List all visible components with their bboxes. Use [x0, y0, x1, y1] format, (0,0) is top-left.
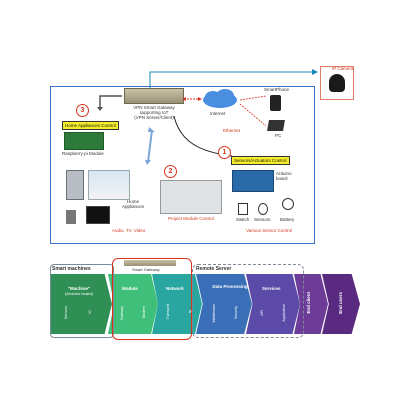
- sub-modem: Modem: [142, 306, 146, 318]
- project-module-control-label: Project Module Control: [168, 216, 214, 221]
- sensor-icon: [258, 203, 268, 215]
- switch-label: Switch: [236, 217, 250, 222]
- module-segment: [108, 274, 158, 334]
- internet-cloud-icon: [203, 89, 237, 108]
- cloud-device-links: [239, 95, 267, 127]
- services-title: Services: [262, 286, 281, 291]
- gateway-device: [124, 88, 184, 104]
- battery-label: Battery: [280, 217, 295, 222]
- pc-label: PC: [275, 133, 282, 138]
- ethernet-label: Ethernet: [223, 128, 241, 133]
- sub-middleware: Middleware: [212, 304, 216, 323]
- gateway-label: VPN Smart Gateway supporting IoT (VPN Se…: [133, 105, 175, 120]
- smart-gateway-frame: [112, 258, 192, 340]
- house-image: [88, 170, 130, 200]
- sub-security: Security: [234, 306, 238, 319]
- smart-machines-title: Smart machines: [52, 266, 91, 272]
- battery-icon: [282, 198, 294, 210]
- arduino-board: [232, 170, 274, 192]
- sensors-label: Sensors: [254, 217, 271, 222]
- fridge-image: [66, 170, 84, 200]
- services-segment: [246, 274, 300, 334]
- smartphone-label: SmartPhone: [264, 87, 290, 92]
- sub-sensors: Sensors: [64, 306, 68, 320]
- raspberry-module-label: Raspberry-pi Module: [62, 151, 104, 156]
- remote-server-title: Remote Server: [196, 266, 232, 272]
- end-users-title: End users: [338, 292, 343, 314]
- sensors-actuators-control-box: Sensors/Actuators Control: [231, 156, 290, 165]
- remote-server-frame: [192, 264, 304, 338]
- machine-segment: [50, 274, 112, 334]
- gateway-cloud-link: [182, 97, 202, 101]
- gateway-module-arrow: [145, 127, 155, 165]
- machine-title: "Machine" (Arduino board): [65, 286, 93, 296]
- end-client-title: End client: [306, 292, 311, 314]
- network-title: Network: [166, 286, 184, 291]
- home-appliances-label: Home Appliances: [121, 199, 144, 209]
- laptop-icon: [267, 120, 285, 131]
- module-title: Module: [122, 286, 138, 291]
- smart-gateway-title: Smart Gateway: [132, 267, 160, 272]
- switch-icon: [238, 203, 248, 215]
- ip-camera-label: IP Camera: [332, 66, 354, 71]
- tv-image: [86, 206, 110, 224]
- step-badge-2: 2: [164, 165, 177, 178]
- step-badge-1: 1: [218, 146, 231, 159]
- sub-ic: IC: [88, 310, 92, 314]
- internet-label: Internet: [210, 111, 226, 116]
- sub-transport: Transport: [166, 304, 170, 320]
- ip-camera-box: [320, 66, 354, 100]
- raspberry-board: [64, 132, 104, 150]
- home-appliances-control-box: Home Appliances Control: [62, 121, 119, 130]
- sub-gateway: Gateway: [120, 306, 124, 321]
- network-segment: [152, 274, 202, 334]
- sub-application: Application: [282, 304, 286, 322]
- sub-ip: Ip: [188, 310, 192, 313]
- data-processing-title: Data Processing: [212, 284, 248, 289]
- data-processing-segment: [196, 274, 252, 334]
- process-band: Smart machines Smart Gateway Remote Serv…: [50, 258, 360, 342]
- camera-icon: [329, 74, 345, 92]
- audio-tv-video-label: Audio, TV, Video: [112, 228, 146, 233]
- smartphone-icon: [270, 95, 281, 111]
- smart-machines-frame: [50, 264, 114, 338]
- sub-api: API: [260, 310, 264, 316]
- step-badge-3: 3: [76, 104, 89, 117]
- gateway-raspberry-arrow: [97, 95, 122, 111]
- gateway-image: [124, 260, 176, 266]
- speaker-image: [66, 210, 76, 224]
- various-sensor-control-label: Various Sensor Control: [246, 228, 293, 233]
- project-module-image: [160, 180, 222, 214]
- arduino-board-label: Arduino board: [276, 171, 292, 181]
